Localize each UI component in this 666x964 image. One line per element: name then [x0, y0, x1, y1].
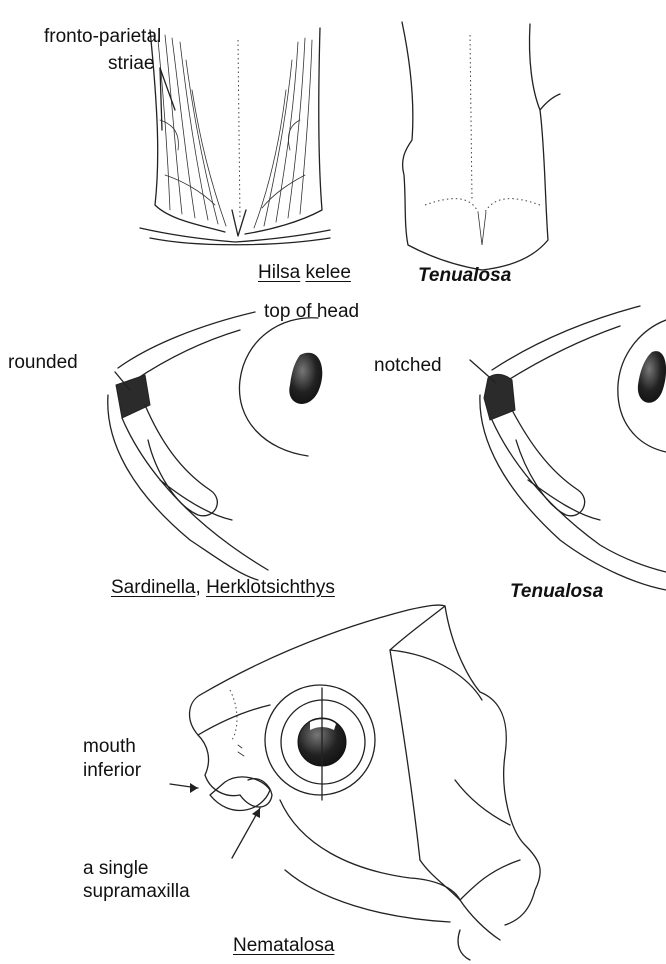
inferior-label: inferior — [83, 760, 141, 782]
notched-label: notched — [374, 355, 442, 377]
notched-pointer — [470, 360, 496, 383]
herklotsichthys-genus: Herklotsichthys — [206, 577, 335, 598]
sardinella-eye — [289, 353, 322, 404]
nematalosa-caption: Nematalosa — [233, 935, 334, 957]
nematalosa-head-drawing — [190, 605, 541, 960]
fronto-parietal-label: fronto-parietal — [44, 26, 161, 48]
a-single-label: a single — [83, 858, 149, 880]
mouth-label: mouth — [83, 736, 136, 758]
mouth-arrowhead — [190, 783, 198, 793]
tenualosa-side-caption: Tenualosa — [510, 581, 603, 603]
striae-label: striae — [108, 53, 154, 75]
sardinella-caption: Sardinella, Herklotsichthys — [111, 577, 335, 599]
tenualosa-top-caption: Tenualosa — [418, 265, 511, 287]
hilsa-genus: Hilsa — [258, 262, 300, 283]
hilsa-kelee-caption: Hilsa kelee — [258, 262, 351, 284]
tenualosa-head-top-drawing — [402, 22, 560, 270]
supramaxilla-arrowhead — [252, 808, 260, 818]
sardinella-head-drawing — [108, 312, 323, 580]
tenualosa-eye — [638, 351, 666, 403]
kelee-species: kelee — [306, 262, 351, 283]
supramaxilla-label: supramaxilla — [83, 881, 190, 903]
top-of-head-label: top of head — [264, 301, 359, 323]
sardinella-genus: Sardinella — [111, 577, 196, 598]
tenualosa-head-side-drawing — [480, 306, 666, 590]
caption-comma: , — [196, 577, 201, 598]
hilsa-kelee-head-drawing — [140, 28, 330, 245]
rounded-label: rounded — [8, 352, 78, 374]
